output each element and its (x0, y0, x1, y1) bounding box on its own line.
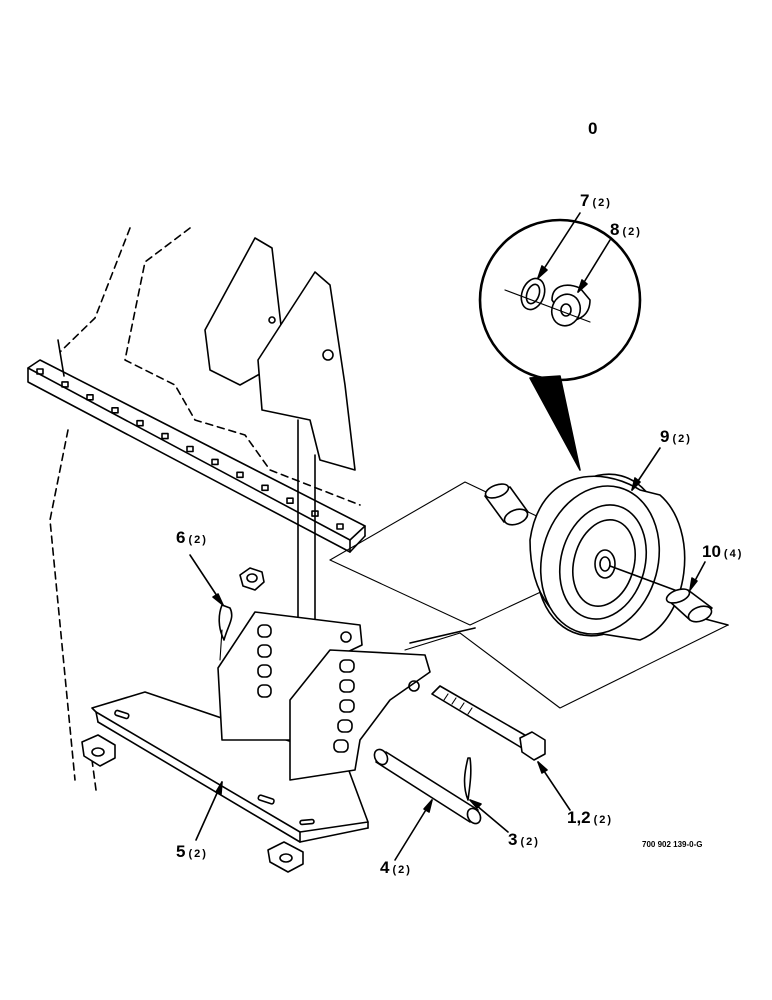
bearing (504, 284, 591, 327)
bar-slot (286, 497, 294, 505)
leader-8 (577, 239, 611, 293)
drawing-number: 700 902 139-0-G (642, 840, 703, 849)
hex-bolt (431, 685, 546, 761)
spacer-bushing-right (665, 588, 713, 623)
mounting-clip-right (267, 841, 304, 873)
callout-9: 9(2) (660, 427, 692, 447)
leader-3 (469, 799, 509, 833)
snap-ring (520, 277, 546, 311)
mounting-clip-left (81, 734, 116, 767)
leader-arrows (189, 212, 706, 861)
leader-9 (631, 447, 661, 491)
leader-1-2 (537, 761, 571, 811)
callout-8: 8(2) (610, 220, 642, 240)
callout-10: 10(4) (702, 542, 743, 562)
page-marker: 0 (588, 119, 598, 138)
spacer-bushing-left (484, 483, 529, 526)
detail-magnifier (478, 218, 642, 471)
leader-5 (195, 781, 223, 841)
front-upright-bracket (289, 649, 431, 781)
bar-slot (111, 406, 119, 414)
cutter-bar (27, 339, 366, 553)
leader-10 (689, 561, 706, 591)
callout-8-number: 8 (610, 220, 620, 239)
callout-3: 3(2) (508, 830, 540, 850)
cotter-pin (463, 757, 472, 801)
callout-6: 6(2) (176, 528, 208, 548)
callout-7-number: 7 (580, 191, 590, 210)
callout-7-qty: (2) (592, 197, 612, 209)
skid-shoe (91, 691, 369, 843)
callout-10-number: 10 (702, 542, 721, 561)
leader-6 (189, 554, 224, 606)
bar-slot (61, 381, 69, 388)
callout-1-2-number: 1,2 (567, 808, 591, 827)
callout-7: 7(2) (580, 191, 612, 211)
leader-4 (394, 799, 433, 861)
callout-8-qty: (2) (622, 226, 642, 238)
callout-1-2-qty: (2) (593, 814, 614, 826)
hex-nut (239, 567, 265, 591)
callout-9-qty: (2) (672, 433, 692, 445)
guard-plates (204, 237, 356, 701)
callout-5: 5(2) (176, 842, 208, 862)
hairpin-clip (218, 604, 233, 661)
bar-slot (236, 471, 244, 479)
callout-6-number: 6 (176, 528, 186, 547)
callout-3-number: 3 (508, 830, 518, 849)
bar-slot (336, 523, 344, 530)
callout-1-2: 1,2(2) (567, 808, 613, 828)
bar-slot (186, 445, 194, 453)
callout-9-number: 9 (660, 427, 670, 446)
bar-slot (261, 484, 269, 492)
bar-slot (36, 368, 44, 375)
bar-slot (86, 393, 94, 401)
gauge-wheel (529, 473, 686, 641)
callout-3-qty: (2) (520, 836, 540, 848)
callout-6-qty: (2) (188, 534, 208, 546)
callout-4-number: 4 (380, 858, 390, 877)
bar-slot (211, 458, 219, 466)
bar-slot (136, 419, 144, 427)
frame-outline (49, 227, 361, 791)
callout-4-qty: (2) (392, 864, 412, 876)
bar-slot (161, 432, 169, 440)
callout-4: 4(2) (380, 858, 412, 878)
callout-5-qty: (2) (188, 848, 208, 860)
leader-7 (537, 212, 581, 279)
clevis-pin (373, 748, 482, 825)
callout-5-number: 5 (176, 842, 186, 861)
callout-10-qty: (4) (723, 548, 744, 560)
